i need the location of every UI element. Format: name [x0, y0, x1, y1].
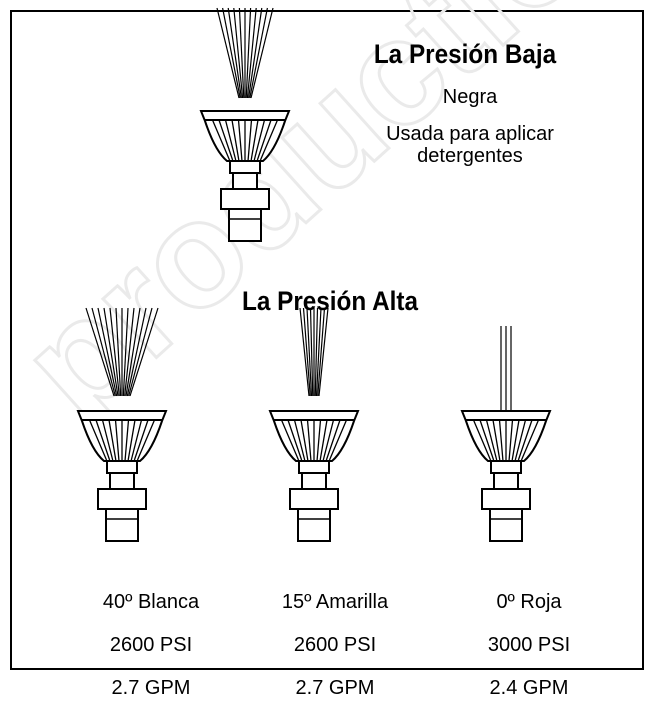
- nozzle-collar: [298, 460, 330, 474]
- nozzle-low-pressure: [199, 7, 291, 242]
- nozzle-psi: 2600 PSI: [109, 633, 193, 656]
- nozzle-plug: [105, 508, 139, 542]
- nozzle-psi: 2600 PSI: [293, 633, 377, 656]
- low-pressure-use: Usada para aplicar detergentes: [386, 123, 554, 167]
- nozzle-collar: [229, 160, 261, 174]
- nozzle-angle-color: 0º Roja: [496, 590, 562, 613]
- nozzle-plug: [489, 508, 523, 542]
- nozzle-caption: 0º Roja 3000 PSI 2.4 GPM: [434, 570, 624, 721]
- nozzle-gpm: 2.7 GPM: [111, 676, 191, 699]
- nozzle-collar: [106, 460, 138, 474]
- spray-lines: [500, 326, 512, 412]
- nozzle-collar: [490, 460, 522, 474]
- nozzle-hex-body: [97, 488, 147, 510]
- nozzle-0-degree: [460, 326, 552, 542]
- nozzle-caption: 15º Amarilla 2600 PSI 2.7 GPM: [240, 570, 430, 721]
- spray-lines: [85, 307, 159, 397]
- high-pressure-title: La Presión Alta: [241, 286, 419, 316]
- nozzle-angle-color: 40º Blanca: [102, 590, 200, 613]
- nozzle-gpm: 2.7 GPM: [295, 676, 375, 699]
- nozzle-hex-body: [289, 488, 339, 510]
- nozzle-gpm: 2.4 GPM: [489, 676, 569, 699]
- nozzle-40-degree: [76, 307, 168, 542]
- nozzle-plug: [297, 508, 331, 542]
- nozzle-psi: 3000 PSI: [487, 633, 571, 656]
- spray-lines: [299, 307, 329, 397]
- nozzle-caption: 40º Blanca 2600 PSI 2.7 GPM: [56, 570, 246, 721]
- nozzle-illustrations: production: [0, 0, 659, 542]
- spray-lines: [216, 7, 274, 99]
- nozzle-hex-body: [220, 188, 270, 210]
- low-pressure-color: Negra: [442, 86, 498, 108]
- low-pressure-title: La Presión Baja: [373, 39, 557, 69]
- nozzle-angle-color: 15º Amarilla: [281, 590, 389, 613]
- nozzle-plug: [228, 208, 262, 242]
- nozzle-hex-body: [481, 488, 531, 510]
- nozzle-15-degree: [268, 307, 360, 542]
